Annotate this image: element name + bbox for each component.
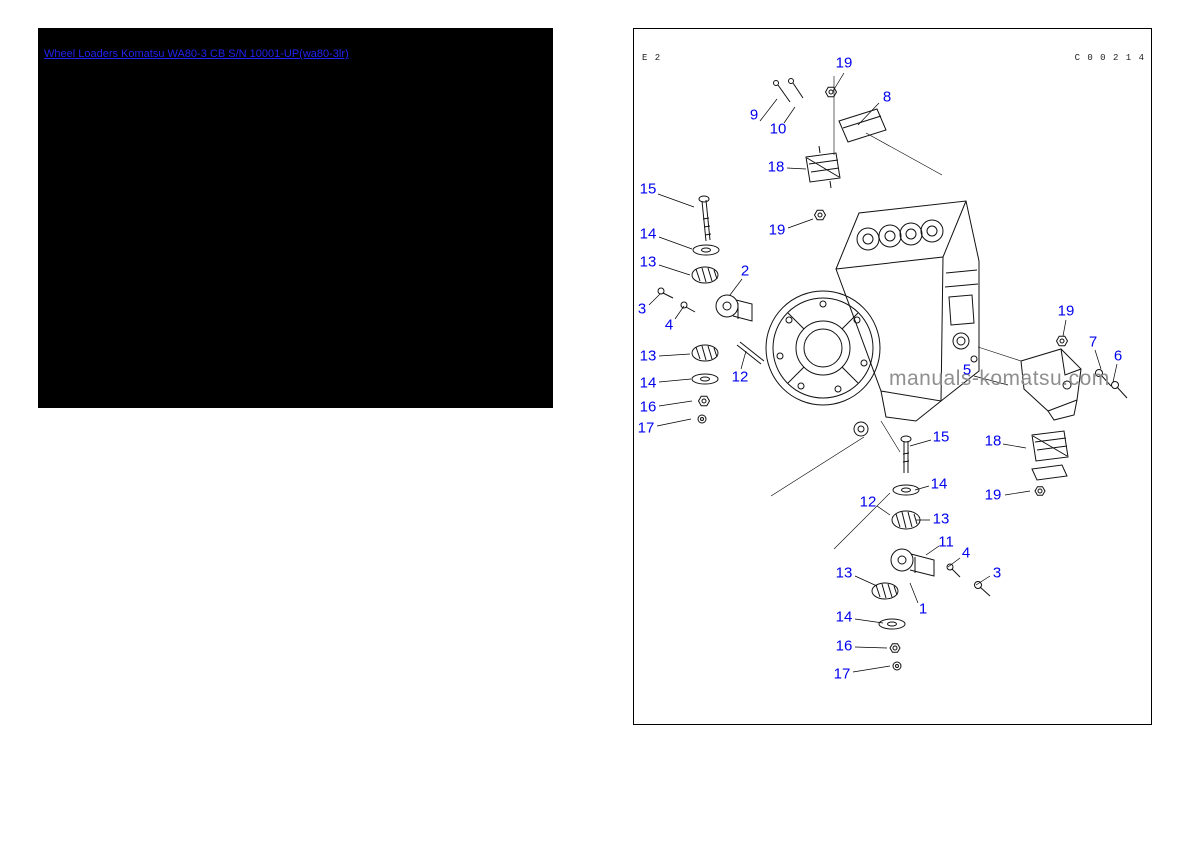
part-callout-18[interactable]: 18	[984, 432, 1002, 450]
part-callout-14[interactable]: 14	[835, 608, 853, 626]
part-callout-4[interactable]: 4	[961, 544, 971, 562]
part-callout-8[interactable]: 8	[882, 88, 892, 106]
part-callout-19[interactable]: 19	[835, 54, 853, 72]
top-mount-parts	[773, 78, 887, 221]
part-callout-13[interactable]: 13	[639, 253, 657, 271]
part-callout-7[interactable]: 7	[1088, 333, 1098, 351]
part-callout-14[interactable]: 14	[930, 475, 948, 493]
sheet-code-right: C 0 0 2 1 4	[1074, 53, 1145, 63]
part-callout-14[interactable]: 14	[639, 225, 657, 243]
part-callout-6[interactable]: 6	[1113, 347, 1123, 365]
media-placeholder: Wheel Loaders Komatsu WA80-3 CB S/N 1000…	[38, 28, 553, 408]
part-callout-19[interactable]: 19	[768, 221, 786, 239]
flywheel-housing	[765, 290, 881, 437]
engine-illustration	[648, 72, 1128, 673]
part-callout-5[interactable]: 5	[962, 361, 972, 379]
part-callout-12[interactable]: 12	[731, 368, 749, 386]
part-callout-11[interactable]: 11	[938, 533, 954, 551]
part-callout-3[interactable]: 3	[637, 300, 647, 318]
part-callout-9[interactable]: 9	[749, 106, 759, 124]
part-callout-13[interactable]: 13	[835, 564, 853, 582]
part-callout-19[interactable]: 19	[1057, 302, 1075, 320]
watermark: manuals-komatsu.com	[889, 367, 1110, 390]
part-callout-17[interactable]: 17	[833, 665, 851, 683]
parts-diagram-panel: E 2 C 0 0 2 1 4	[633, 28, 1152, 725]
left-mount-parts	[657, 195, 765, 424]
part-callout-13[interactable]: 13	[932, 510, 950, 528]
part-callout-2[interactable]: 2	[740, 262, 750, 280]
leader-lines	[648, 72, 1118, 673]
part-callout-1[interactable]: 1	[918, 600, 928, 618]
part-callout-19[interactable]: 19	[984, 486, 1002, 504]
part-callout-18[interactable]: 18	[767, 158, 785, 176]
part-callout-14[interactable]: 14	[639, 374, 657, 392]
part-callout-12[interactable]: 12	[859, 493, 877, 511]
bottom-mount-parts	[871, 435, 991, 671]
part-callout-10[interactable]: 10	[769, 120, 787, 138]
part-callout-15[interactable]: 15	[639, 180, 657, 198]
right-mount-parts	[1031, 335, 1128, 496]
right-mount-bracket	[1020, 348, 1082, 421]
part-callout-16[interactable]: 16	[835, 637, 853, 655]
model-link[interactable]: Wheel Loaders Komatsu WA80-3 CB S/N 1000…	[44, 48, 349, 60]
part-callout-4[interactable]: 4	[664, 316, 674, 334]
part-callout-13[interactable]: 13	[639, 347, 657, 365]
part-callout-17[interactable]: 17	[637, 419, 655, 437]
part-callout-15[interactable]: 15	[932, 428, 950, 446]
part-callout-3[interactable]: 3	[992, 564, 1002, 582]
sheet-code-left: E 2	[642, 53, 662, 63]
engine-block	[835, 200, 980, 422]
part-callout-16[interactable]: 16	[639, 398, 657, 416]
